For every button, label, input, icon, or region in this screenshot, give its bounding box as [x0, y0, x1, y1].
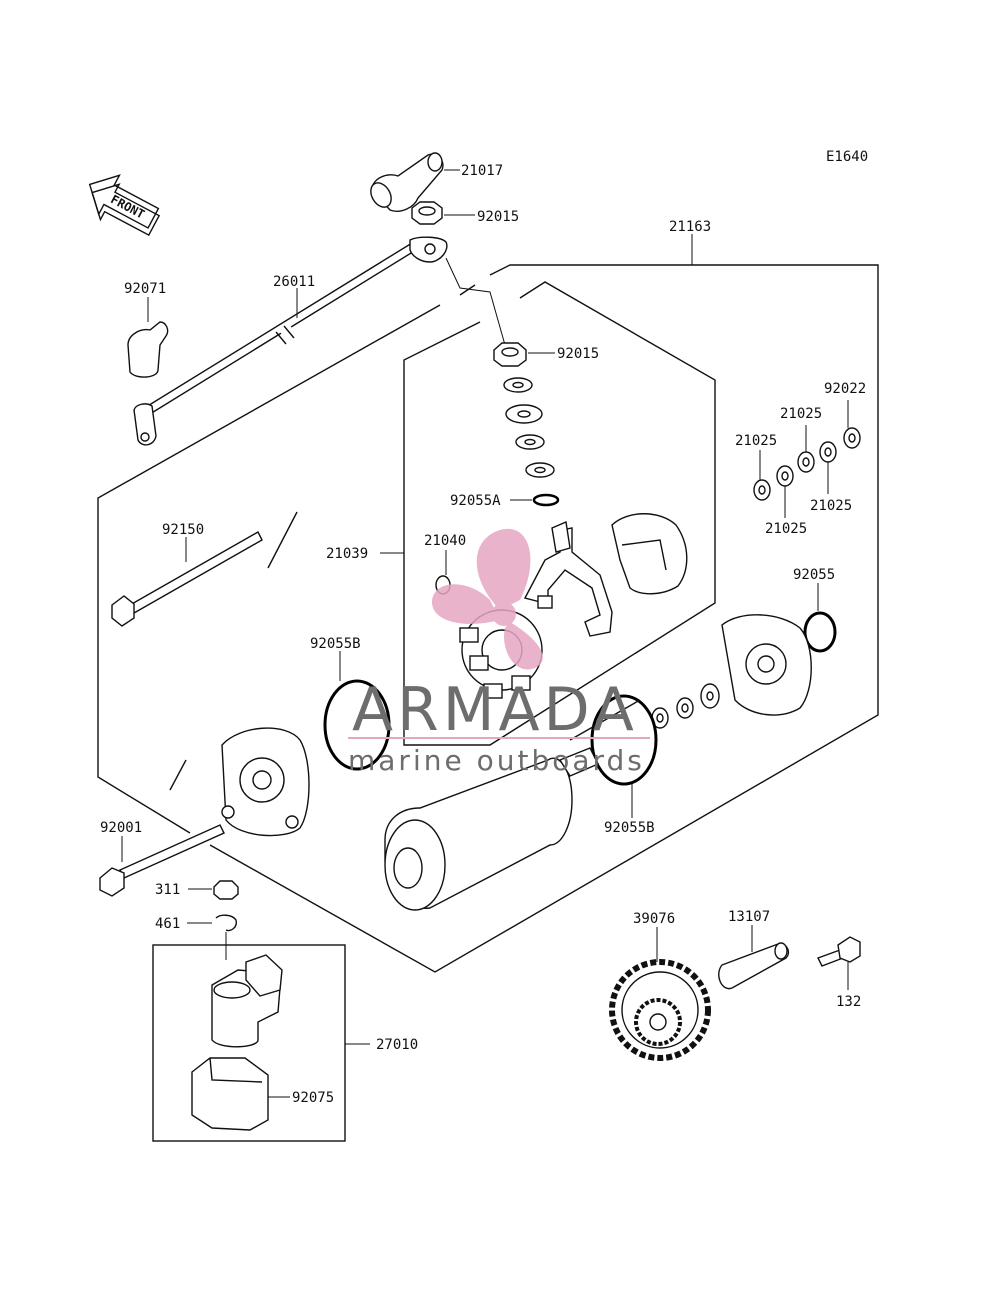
label-92015-mid: 92015: [557, 346, 599, 362]
watermark-brand: ARMADA: [352, 675, 638, 745]
label-132: 132: [836, 994, 861, 1010]
washers-21025: [753, 427, 861, 501]
washers-small: [651, 683, 720, 729]
boot-92071: [127, 321, 169, 378]
label-21163: 21163: [669, 219, 711, 235]
gear-39076: [609, 959, 711, 1061]
assembly-21039-outline: [403, 281, 716, 746]
label-21040: 21040: [424, 533, 466, 549]
oring-92055: [803, 611, 837, 653]
washer-stack: [503, 377, 560, 507]
label-27010: 27010: [376, 1037, 418, 1053]
oring-92055B-left: [323, 679, 391, 771]
propeller-logo-icon: [431, 528, 543, 670]
cable-26011: [133, 236, 448, 446]
label-92015-top: 92015: [477, 209, 519, 225]
bolt-132: [817, 936, 861, 967]
front-housing: [221, 727, 310, 837]
cover-92075: [191, 1057, 269, 1131]
shaft-13107: [718, 942, 790, 990]
label-92055B-left: 92055B: [310, 636, 361, 652]
clip-461: [215, 914, 238, 932]
label-21017: 21017: [461, 163, 503, 179]
starter-motor: [384, 747, 599, 911]
label-92001: 92001: [100, 820, 142, 836]
label-311: 311: [155, 882, 180, 898]
assembly-27010-box: [152, 944, 346, 1142]
label-92075: 92075: [292, 1090, 334, 1106]
label-39076: 39076: [633, 911, 675, 927]
bolt-92150: [111, 531, 263, 627]
nut-92015-mid: [493, 342, 527, 367]
label-92055: 92055: [793, 567, 835, 583]
assembly-21163-outline: [97, 264, 879, 973]
terminal-cap-21017: [370, 152, 444, 212]
label-21025-d: 21025: [765, 521, 807, 537]
brush-plate: [611, 513, 688, 595]
label-21025-b: 21025: [735, 433, 777, 449]
oring-92055B-right: [590, 694, 658, 786]
label-92071: 92071: [124, 281, 166, 297]
label-13107: 13107: [728, 909, 770, 925]
brush-holder-bracket: [523, 521, 613, 637]
label-92150: 92150: [162, 522, 204, 538]
nut-92015-top: [411, 201, 443, 225]
watermark-tagline: marine outboards: [348, 744, 645, 777]
armada-watermark: ARMADA marine outboards: [348, 528, 650, 777]
nut-311: [213, 880, 239, 900]
label-21039: 21039: [326, 546, 368, 562]
end-cover: [721, 614, 812, 716]
label-21025-a: 21025: [780, 406, 822, 422]
diagram-code: E1640: [826, 149, 868, 165]
solenoid: [211, 954, 283, 1048]
label-92022: 92022: [824, 381, 866, 397]
label-92055B-right: 92055B: [604, 820, 655, 836]
label-26011: 26011: [273, 274, 315, 290]
label-461: 461: [155, 916, 180, 932]
label-21025-c: 21025: [810, 498, 852, 514]
bolt-92001: [99, 824, 225, 897]
label-92055A: 92055A: [450, 493, 501, 509]
front-arrow-icon: FRONT: [88, 174, 161, 237]
